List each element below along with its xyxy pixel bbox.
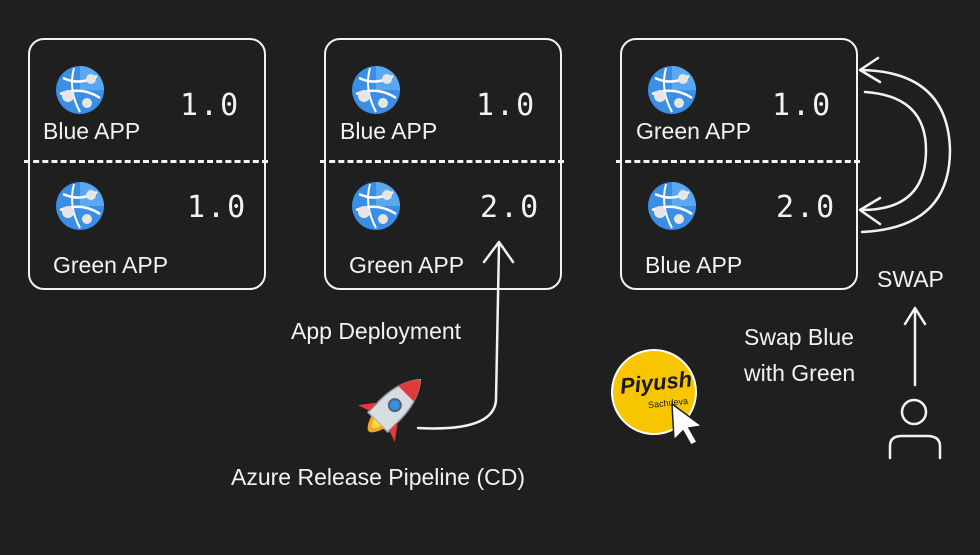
swap-inner-arrow-head [858, 196, 882, 226]
deployment-arrow [416, 243, 501, 430]
swap-inner-loop [860, 90, 928, 212]
panel-2-bottom-app-label: Green APP [349, 252, 465, 278]
panel-3-top-version: 1.0 [772, 88, 833, 123]
panel-3-bottom-version: 2.0 [776, 190, 837, 225]
panel-3 [620, 38, 858, 290]
swap-description-line-2: with Green [744, 360, 856, 386]
panel-3-divider [616, 160, 860, 163]
panel-1 [28, 38, 266, 290]
user-up-arrow-head [903, 306, 927, 326]
panel-1-bottom-app-label: Green APP [53, 252, 169, 278]
panel-3-top-app-label: Green APP [636, 118, 752, 144]
panel-1-top-version: 1.0 [180, 88, 241, 123]
panel-3-bottom-app-label: Blue APP [645, 252, 743, 278]
swap-outer-arrow-head [858, 56, 882, 84]
pipeline-label: Azure Release Pipeline (CD) [231, 464, 526, 490]
panel-1-bottom-version: 1.0 [187, 190, 248, 225]
panel-2-bottom-version: 2.0 [480, 190, 541, 225]
panel-1-top-app-label: Blue APP [43, 118, 141, 144]
swap-label: SWAP [877, 266, 944, 292]
panel-2-divider [320, 160, 564, 163]
rocket-icon [358, 378, 422, 442]
panel-2-top-app-label: Blue APP [340, 118, 438, 144]
swap-outer-loop [860, 68, 952, 234]
panel-2 [324, 38, 562, 290]
swap-description-line-1: Swap Blue [744, 324, 854, 350]
app-deployment-label: App Deployment [291, 318, 462, 344]
deployment-arrow-head [482, 240, 515, 264]
panel-2-top-version: 1.0 [476, 88, 537, 123]
user-icon [888, 398, 942, 460]
cursor-icon [671, 402, 704, 446]
panel-1-divider [24, 160, 268, 163]
